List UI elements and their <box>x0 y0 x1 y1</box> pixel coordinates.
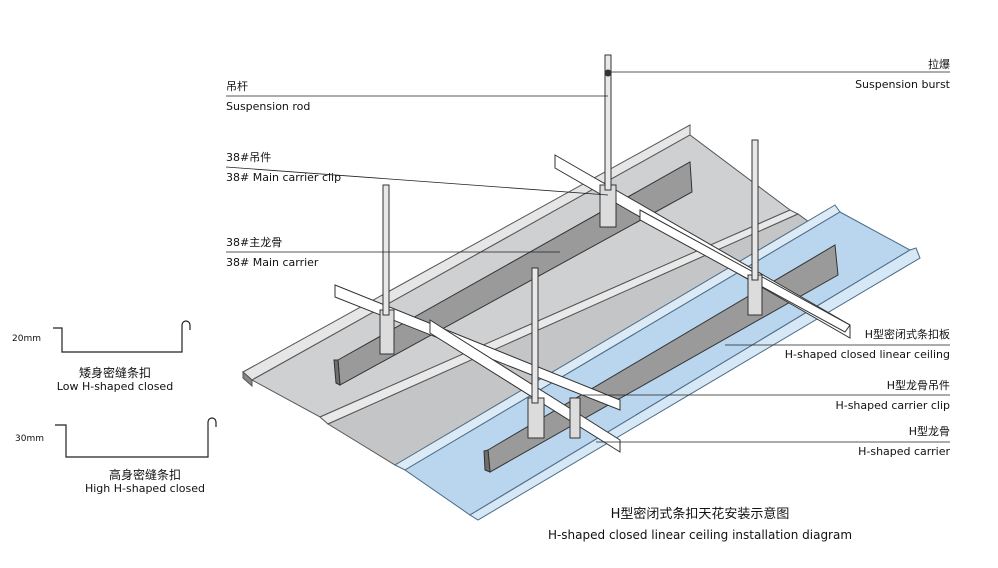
label-main-carrier-clip: 38#吊件 38# Main carrier clip <box>226 151 342 184</box>
carrier-clips <box>379 184 763 439</box>
leader-lines <box>225 71 950 443</box>
high-section-dimension: 30mm <box>15 434 44 444</box>
h-carriers <box>334 154 851 453</box>
high-section-label: 高身密缝条扣 High H-shaped closed <box>84 468 205 495</box>
low-section-dimension: 20mm <box>12 334 41 344</box>
label-carrier-clip: H型龙骨吊件 H-shaped carrier clip <box>835 379 950 412</box>
low-section-label: 矮身密缝条扣 Low H-shaped closed <box>56 366 174 393</box>
label-suspension-burst: 拉爆 Suspension burst <box>855 58 950 91</box>
label-closed-ceiling: H型密闭式条扣板 H-shaped closed linear ceiling <box>784 328 950 361</box>
diagram-caption: H型密闭式条扣天花安装示意图 H-shaped closed linear ce… <box>547 507 853 542</box>
label-main-carrier: 38#主龙骨 38# Main carrier <box>226 236 319 269</box>
label-carrier: H型龙骨 H-shaped carrier <box>858 425 950 458</box>
suspension-rods <box>382 54 759 404</box>
profile-section-low <box>53 320 191 353</box>
label-suspension-rod: 吊杆 Suspension rod <box>226 80 311 113</box>
profile-section-high <box>55 417 217 458</box>
